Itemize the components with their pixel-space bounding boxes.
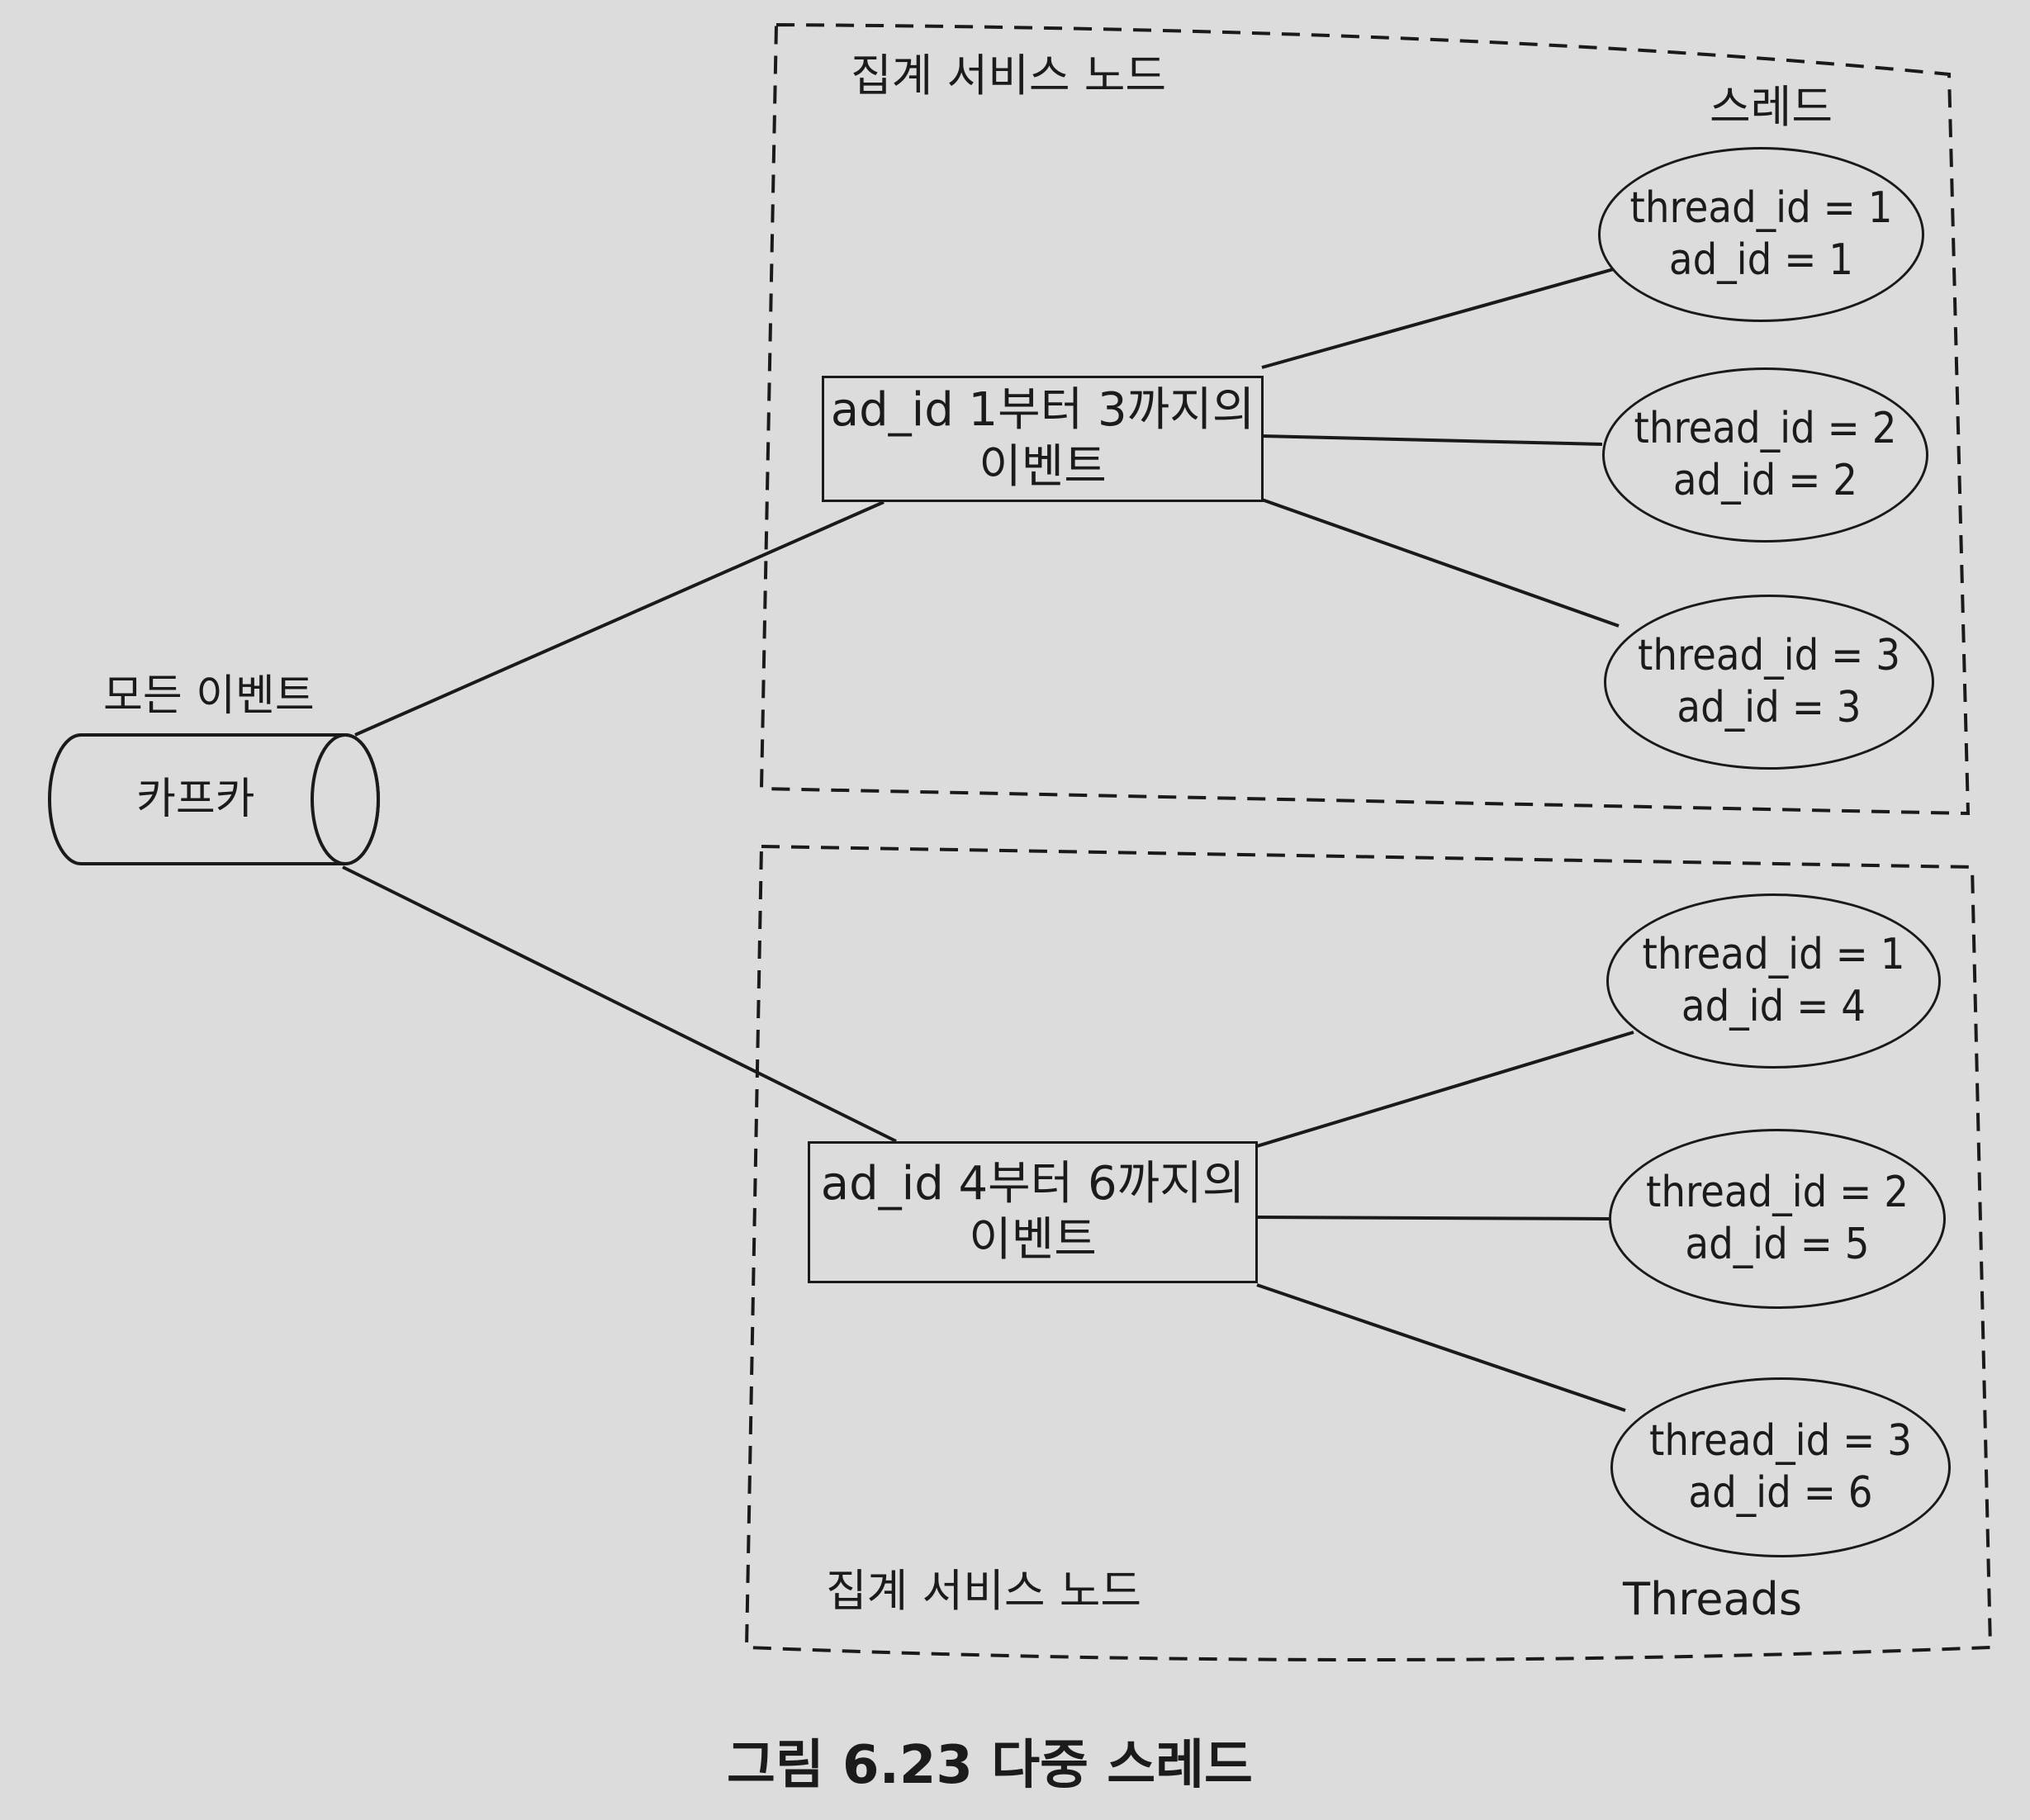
- group-2-threads-label: Threads: [1623, 1573, 1802, 1625]
- edge-range-1-thread-3: [1261, 498, 1620, 628]
- thread-node-2-1-ad-id: ad_id = 4: [1681, 982, 1866, 1031]
- service-node-boundary-2: [744, 844, 1993, 1661]
- kafka-cylinder-icon: [48, 733, 380, 865]
- thread-node-1-3: thread_id = 3 ad_id = 3: [1604, 595, 1934, 770]
- thread-node-1-3-ad-id: ad_id = 3: [1677, 683, 1862, 732]
- range-box-2-line2: 이벤트: [969, 1213, 1097, 1267]
- edge-range-2-thread-3: [1256, 1283, 1626, 1412]
- thread-node-1-1: thread_id = 1 ad_id = 1: [1598, 147, 1924, 322]
- edge-range-1-thread-1: [1261, 264, 1626, 369]
- thread-node-2-3-thread-id: thread_id = 3: [1649, 1415, 1912, 1466]
- range-box-2: ad_id 4부터 6까지의 이벤트: [808, 1141, 1258, 1283]
- thread-node-1-1-thread-id: thread_id = 1: [1629, 182, 1893, 233]
- thread-node-2-1: thread_id = 1 ad_id = 4: [1606, 893, 1941, 1069]
- edge-range-1-thread-2: [1261, 434, 1603, 446]
- thread-node-2-2: thread_id = 2 ad_id = 5: [1609, 1129, 1946, 1309]
- service-node-boundary-1: [759, 22, 1971, 816]
- source-name: 카프카: [136, 775, 255, 824]
- edge-kafka-to-range-2: [342, 865, 897, 1143]
- thread-node-1-2-thread-id: thread_id = 2: [1634, 403, 1897, 453]
- range-box-1: ad_id 1부터 3까지의 이벤트: [822, 376, 1264, 502]
- thread-node-1-2: thread_id = 2 ad_id = 2: [1602, 367, 1928, 543]
- group-1-title: 집계 서비스 노드: [851, 50, 1167, 102]
- thread-node-1-3-thread-id: thread_id = 3: [1638, 630, 1900, 680]
- thread-node-2-1-thread-id: thread_id = 1: [1642, 929, 1905, 979]
- range-box-1-line2: 이벤트: [979, 439, 1107, 494]
- range-box-2-line1: ad_id 4부터 6까지의: [820, 1156, 1245, 1211]
- edge-range-2-thread-2: [1256, 1216, 1610, 1220]
- thread-node-2-2-thread-id: thread_id = 2: [1646, 1167, 1909, 1217]
- group-2-title: 집계 서비스 노드: [826, 1565, 1142, 1617]
- source-title: 모든 이벤트: [103, 671, 315, 721]
- group-1-threads-label: 스레드: [1710, 81, 1833, 133]
- edge-kafka-to-range-1: [354, 500, 885, 737]
- thread-node-2-3-ad-id: ad_id = 6: [1688, 1468, 1873, 1518]
- thread-node-2-3: thread_id = 3 ad_id = 6: [1610, 1377, 1951, 1557]
- thread-node-1-1-ad-id: ad_id = 1: [1668, 235, 1854, 285]
- thread-node-2-2-ad-id: ad_id = 5: [1685, 1220, 1870, 1269]
- thread-node-1-2-ad-id: ad_id = 2: [1672, 456, 1858, 505]
- range-box-1-line1: ad_id 1부터 3까지의: [830, 383, 1255, 438]
- figure-caption: 그림 6.23 다중 스레드: [727, 1735, 1253, 1796]
- edge-range-2-thread-1: [1256, 1031, 1634, 1148]
